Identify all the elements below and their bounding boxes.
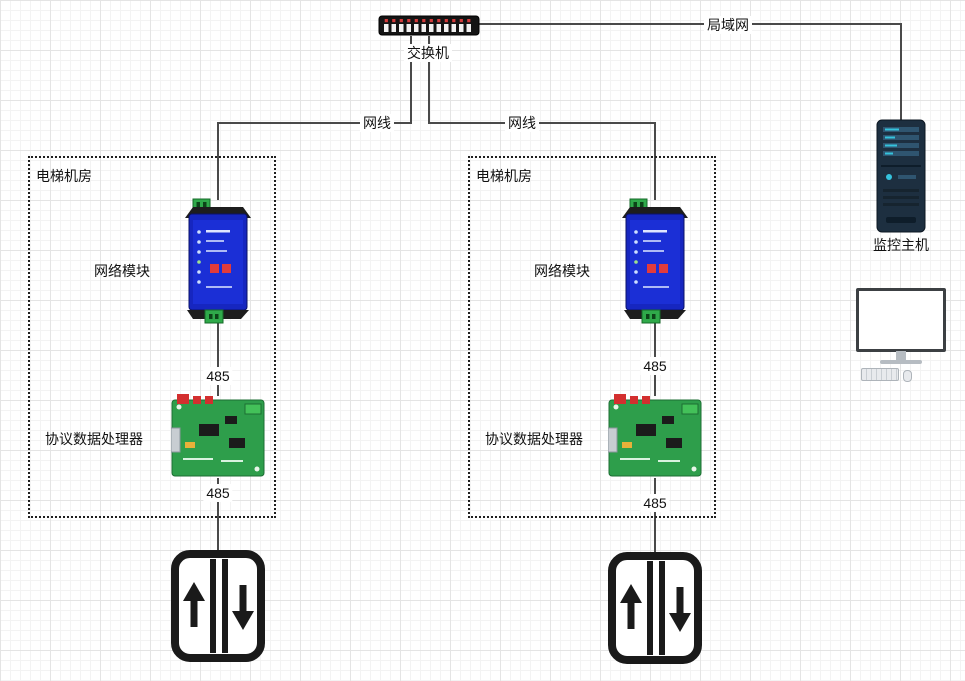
rs485-line-left-lower	[217, 478, 219, 552]
cable-right-line-drop	[654, 122, 656, 200]
room-title-right: 电梯机房	[476, 168, 532, 184]
rs485-label-right-upper: 485	[640, 357, 670, 375]
network-module-label-left: 网络模块	[94, 263, 150, 279]
monitor-stand	[896, 351, 906, 360]
rs485-line-left-upper	[217, 322, 219, 396]
rs485-label-right-lower: 485	[640, 494, 670, 512]
monitor-host-label: 监控主机	[873, 237, 929, 253]
desktop-monitor-icon	[855, 288, 947, 384]
processor-label-left: 协议数据处理器	[45, 431, 143, 447]
pcb-board-photo-right	[608, 394, 702, 477]
network-module-photo-right	[622, 198, 688, 324]
monitor-base	[880, 360, 922, 364]
elevator-icon-left	[171, 550, 265, 662]
cable-right-line-vertical	[428, 36, 430, 124]
keyboard-icon	[861, 368, 899, 381]
cable-left-line-horizontal	[217, 122, 412, 124]
room-title-left: 电梯机房	[36, 168, 92, 184]
lan-line-horizontal	[478, 23, 902, 25]
lan-line-vertical	[900, 23, 902, 120]
processor-label-right: 协议数据处理器	[485, 431, 583, 447]
switch-label: 交换机	[404, 44, 452, 62]
network-module-photo-left	[185, 198, 251, 324]
cable-right-line-horizontal	[428, 122, 656, 124]
elevator-room-box-left	[28, 156, 276, 518]
cable-left-line-drop	[217, 122, 219, 200]
network-switch-icon	[378, 15, 480, 36]
network-module-label-right: 网络模块	[534, 263, 590, 279]
mouse-icon	[903, 370, 912, 382]
elevator-room-box-right	[468, 156, 716, 518]
elevator-icon-right	[608, 552, 702, 664]
pcb-board-photo-left	[171, 394, 265, 477]
monitor-screen	[856, 288, 946, 352]
lan-label: 局域网	[704, 16, 752, 34]
rs485-label-left-upper: 485	[203, 367, 233, 385]
cable-left-line-vertical	[410, 36, 412, 124]
server-tower-icon	[876, 119, 926, 233]
cable-label-left: 网线	[360, 114, 394, 132]
cable-label-right: 网线	[505, 114, 539, 132]
rs485-label-left-lower: 485	[203, 484, 233, 502]
